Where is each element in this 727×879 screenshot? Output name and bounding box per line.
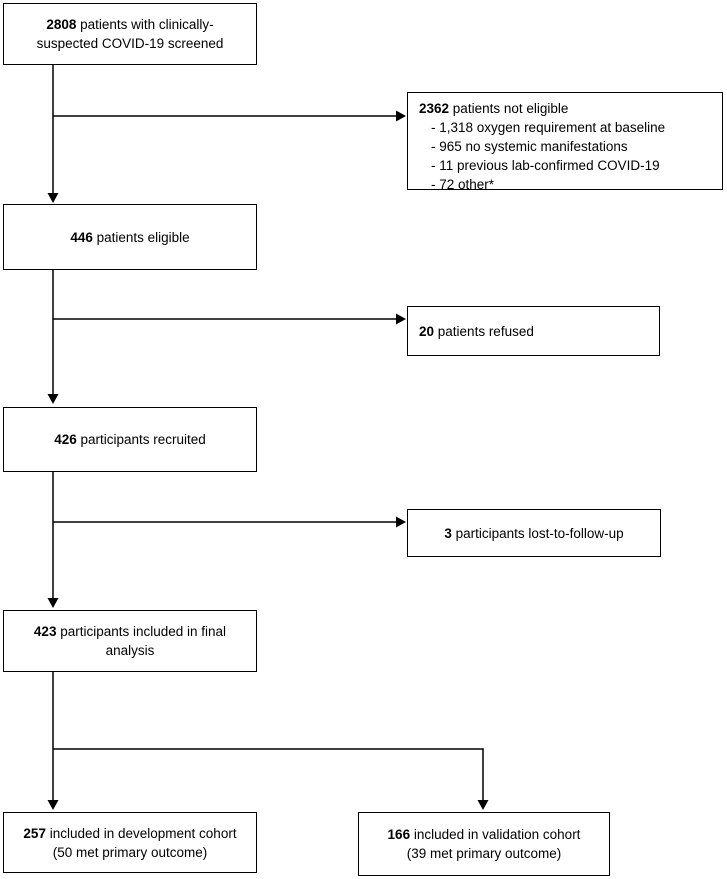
box-validation-cohort-line1: 166 included in validation cohort xyxy=(388,825,581,844)
arrowhead-right-not-eligible xyxy=(396,110,406,122)
not-eligible-reason-other: - 72 other* xyxy=(431,177,495,192)
refused-label: patients refused xyxy=(434,323,534,339)
arrowhead-down-validation xyxy=(477,800,489,810)
box-development-cohort-line1: 257 included in development cohort xyxy=(23,824,236,843)
box-recruited-line1: 426 participants recruited xyxy=(54,430,206,449)
recruited-count: 426 xyxy=(54,432,77,447)
box-screened-line1: 2808 patients with clinically- xyxy=(46,15,213,34)
validation-cohort-label: included in validation cohort xyxy=(410,827,581,842)
development-cohort-label: included in development cohort xyxy=(45,825,237,841)
box-recruited: 426 participants recruited xyxy=(3,407,257,472)
not-eligible-reason-no-systemic: - 965 no systemic manifestations xyxy=(431,139,628,154)
box-eligible: 446 patients eligible xyxy=(3,204,257,270)
arrowhead-down-recruited xyxy=(47,394,59,404)
validation-cohort-count: 166 xyxy=(387,827,411,842)
box-screened-line2: suspected COVID-19 screened xyxy=(36,36,224,51)
box-validation-cohort: 166 included in validation cohort (39 me… xyxy=(358,812,610,876)
not-eligible-reason-oxygen: - 1,318 oxygen requirement at baseline xyxy=(431,120,666,135)
box-refused: 20 patients refused xyxy=(407,306,660,356)
box-development-cohort-line2: (50 met primary outcome) xyxy=(52,844,208,860)
box-development-cohort: 257 included in development cohort (50 m… xyxy=(3,812,257,873)
box-lost-followup: 3 participants lost-to-follow-up xyxy=(407,509,661,557)
not-eligible-reason-previous-covid: - 11 previous lab-confirmed COVID-19 xyxy=(431,158,660,173)
box-eligible-line1: 446 patients eligible xyxy=(70,228,189,247)
not-eligible-count: 2362 xyxy=(419,101,450,116)
box-not-eligible: 2362 patients not eligible - 1,318 oxyge… xyxy=(407,92,723,192)
arrowhead-right-lost-followup xyxy=(396,516,406,528)
arrowhead-down-eligible xyxy=(47,193,59,203)
box-final-analysis-line2: analysis xyxy=(105,643,155,658)
box-lost-followup-line1: 3 participants lost-to-follow-up xyxy=(444,524,623,543)
box-screened: 2808 patients with clinically- suspected… xyxy=(3,3,257,65)
not-eligible-label: patients not eligible xyxy=(449,101,569,116)
lost-followup-count: 3 xyxy=(444,525,452,541)
recruited-label: participants recruited xyxy=(76,432,206,447)
refused-count: 20 xyxy=(419,323,435,339)
screened-label: patients with clinically- xyxy=(76,17,214,32)
arrowhead-down-final xyxy=(47,598,59,608)
eligible-count: 446 xyxy=(70,229,93,245)
final-analysis-count: 423 xyxy=(33,624,57,639)
box-refused-line1: 20 patients refused xyxy=(419,322,534,341)
box-not-eligible-line1: 2362 patients not eligible xyxy=(419,99,568,118)
box-validation-cohort-line2: (39 met primary outcome) xyxy=(406,846,562,861)
development-cohort-count: 257 xyxy=(23,825,46,841)
arrowhead-right-refused xyxy=(396,313,406,325)
arrowhead-down-development xyxy=(47,800,59,810)
screened-count: 2808 xyxy=(46,17,77,32)
final-analysis-label: participants included in final xyxy=(56,624,227,639)
box-final-analysis-line1: 423 participants included in final xyxy=(34,622,226,641)
lost-followup-label: participants lost-to-follow-up xyxy=(451,525,624,541)
box-final-analysis: 423 participants included in final analy… xyxy=(3,610,257,672)
eligible-label: patients eligible xyxy=(92,229,190,245)
